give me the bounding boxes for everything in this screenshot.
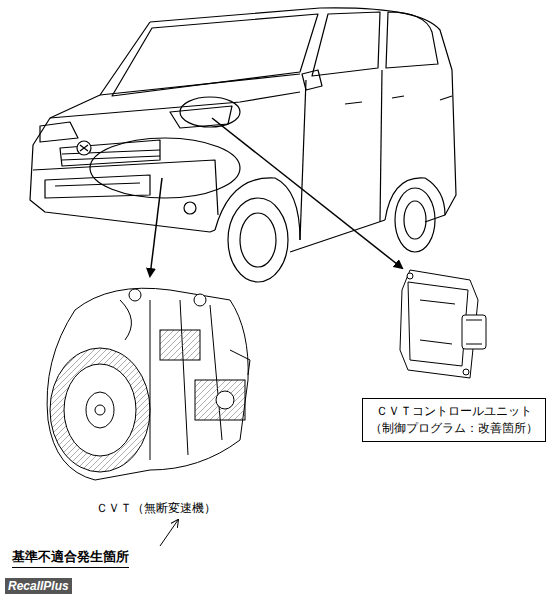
box-text: （制御プログラム：改善箇所） xyxy=(370,420,538,437)
box-text: ＣＶＴコントロールユニット xyxy=(370,403,538,420)
callout-box: ＣＶＴコントロールユニット（制御プログラム：改善箇所） xyxy=(362,398,546,442)
control-unit-drawing xyxy=(400,270,486,378)
part-label: ＣＶＴ（無断変速機） xyxy=(96,500,216,517)
highlight-ellipse xyxy=(90,138,240,198)
pointer-arrow xyxy=(150,178,162,276)
note-label: 基準不適合発生箇所 xyxy=(12,548,129,568)
car-drawing xyxy=(30,8,456,282)
cvt-drawing xyxy=(47,288,250,480)
pointer-arrow xyxy=(212,118,402,268)
leader-line xyxy=(160,520,178,546)
watermark: RecallPlus xyxy=(5,578,72,594)
highlight-ellipse xyxy=(180,97,240,127)
